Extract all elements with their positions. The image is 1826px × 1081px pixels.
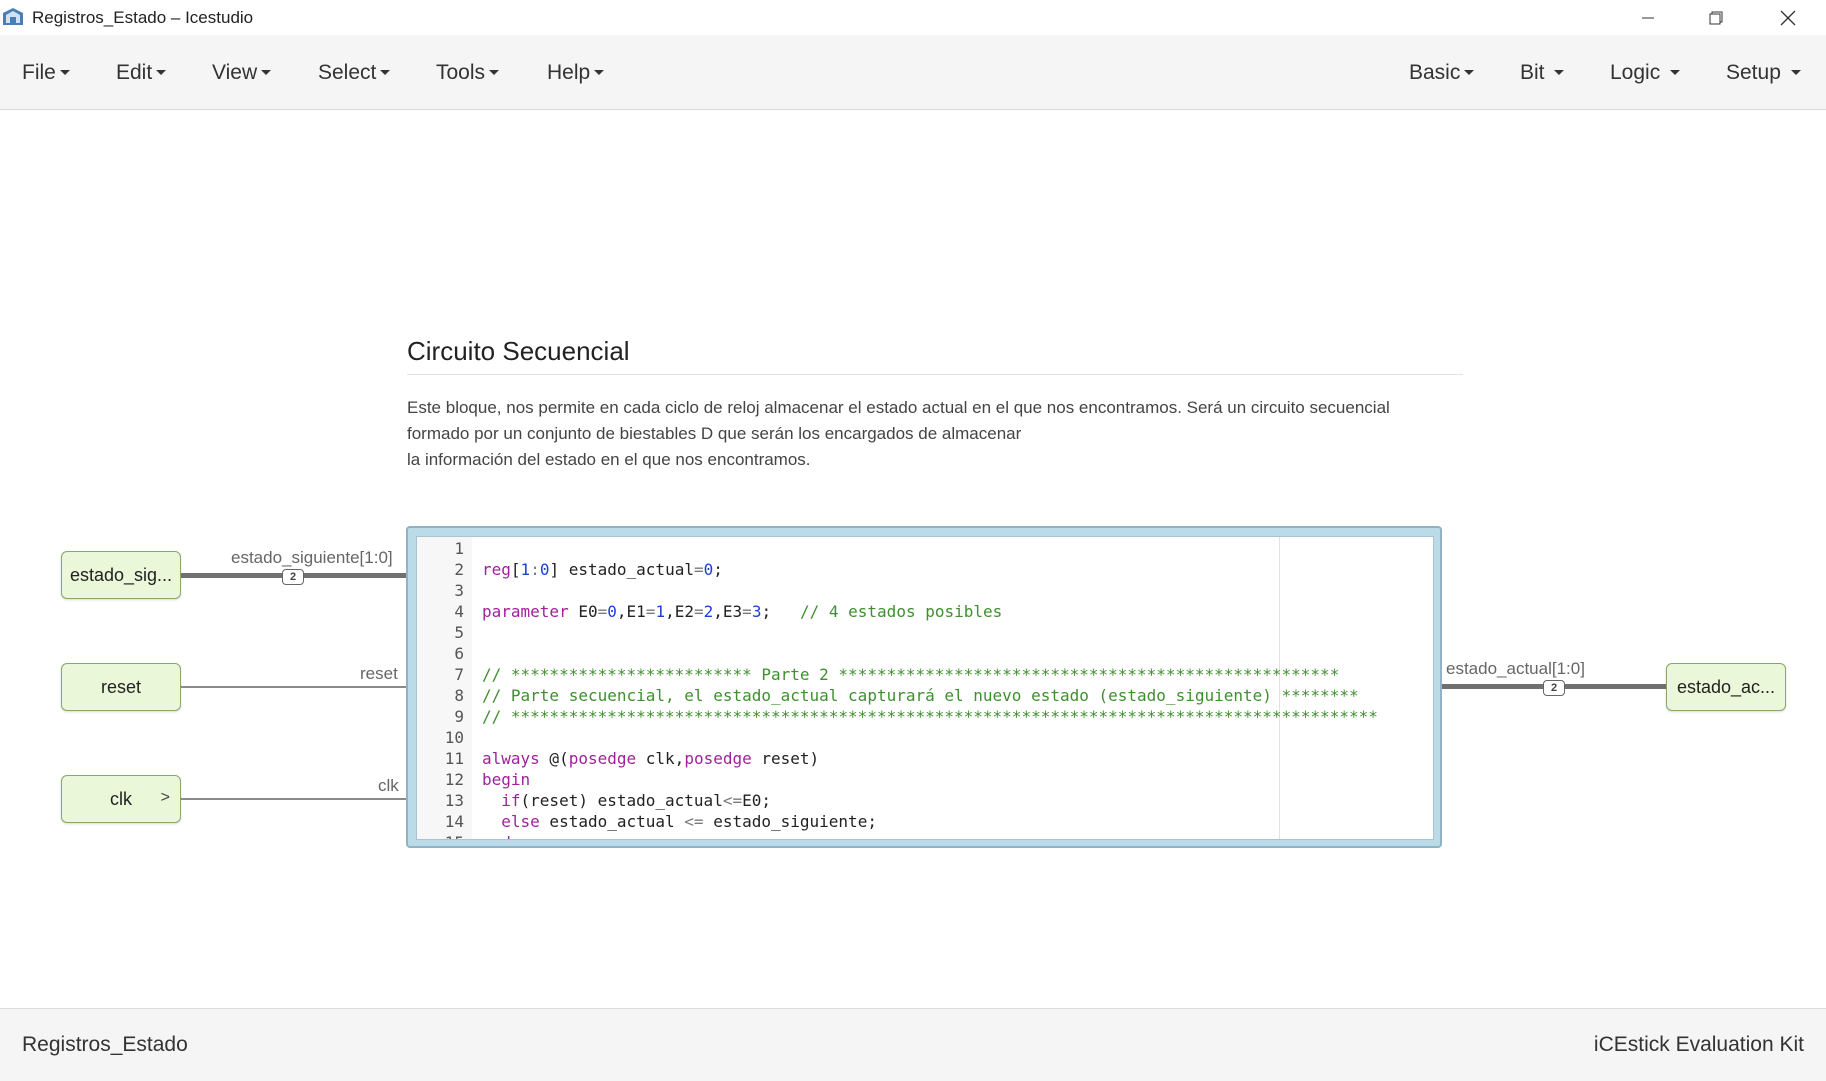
menu-bit[interactable]: Bit	[1520, 61, 1565, 85]
code-line: 1	[417, 538, 1433, 559]
status-bar: Registros_Estado iCEstick Evaluation Kit	[0, 1008, 1826, 1081]
icestudio-logo-icon	[3, 8, 23, 25]
restore-button[interactable]	[1682, 0, 1750, 35]
code-line: 14 else estado_actual <= estado_siguient…	[417, 811, 1433, 832]
bus-width-badge: 2	[1543, 680, 1565, 696]
title-bar: Registros_Estado – Icestudio	[0, 0, 1826, 35]
line-number: 6	[454, 644, 464, 663]
info-line: formado por un conjunto de biestables D …	[407, 424, 1022, 443]
wire-label-reset: reset	[360, 664, 398, 683]
line-number: 3	[454, 581, 464, 600]
code-line: 10	[417, 727, 1433, 748]
code-line: 6	[417, 643, 1433, 664]
info-line: la información del estado en el que nos …	[407, 450, 811, 469]
print-margin	[1279, 537, 1280, 839]
close-button[interactable]	[1754, 0, 1822, 35]
wire-reset[interactable]	[181, 686, 406, 688]
line-number: 13	[444, 791, 464, 810]
line-number: 10	[444, 728, 464, 747]
line-number: 8	[454, 686, 464, 705]
input-port-reset[interactable]: reset	[61, 663, 181, 711]
code-comment: // *************************************…	[482, 707, 1378, 726]
code-line: 9 // ************************************…	[417, 706, 1433, 727]
code-comment: // ************************* Parte 2 ***…	[482, 665, 1340, 684]
menu-setup[interactable]: Setup	[1726, 61, 1801, 85]
code-line: 15end	[417, 832, 1433, 839]
caret-down-icon	[380, 70, 391, 75]
clock-edge-icon: >	[160, 789, 170, 806]
line-number: 2	[454, 560, 464, 579]
menu-view[interactable]: View	[212, 61, 272, 85]
caret-down-icon	[59, 70, 70, 75]
code-line: 8 // Parte secuencial, el estado_actual c…	[417, 685, 1433, 706]
menu-basic[interactable]: Basic	[1409, 61, 1475, 85]
wire-label-estado-actual: estado_actual[1:0]	[1446, 659, 1585, 678]
menu-logic[interactable]: Logic	[1610, 61, 1681, 85]
wire-clk[interactable]	[181, 798, 406, 800]
caret-down-icon	[1670, 70, 1681, 75]
line-number: 12	[444, 770, 464, 789]
caret-down-icon	[156, 70, 167, 75]
info-line: Este bloque, nos permite en cada ciclo d…	[407, 398, 1390, 417]
input-port-clk[interactable]: clk >	[61, 775, 181, 823]
menu-file[interactable]: File	[22, 61, 70, 85]
line-number: 9	[454, 707, 464, 726]
menu-select[interactable]: Select	[318, 61, 391, 85]
line-number: 11	[444, 749, 464, 768]
wire-label-clk: clk	[378, 776, 399, 795]
line-number: 7	[454, 665, 464, 684]
line-number: 14	[444, 812, 464, 831]
caret-down-icon	[1554, 70, 1565, 75]
line-number: 1	[454, 539, 464, 558]
caret-down-icon	[1464, 70, 1475, 75]
info-block-title[interactable]: Circuito Secuencial	[407, 336, 630, 366]
info-divider	[407, 374, 1463, 375]
output-port-estado-actual[interactable]: estado_ac...	[1666, 663, 1786, 711]
code-comment: // Parte secuencial, el estado_actual ca…	[482, 686, 1359, 705]
caret-down-icon	[1790, 70, 1801, 75]
design-canvas[interactable]: Circuito Secuencial Este bloque, nos per…	[0, 110, 1826, 1008]
caret-down-icon	[489, 70, 500, 75]
board-selector[interactable]: iCEstick Evaluation Kit	[1593, 1033, 1804, 1056]
bus-width-badge: 2	[282, 569, 304, 585]
code-line: 3	[417, 580, 1433, 601]
code-line: 7 // ************************* Parte 2 **…	[417, 664, 1433, 685]
line-number: 5	[454, 623, 464, 642]
menu-bar: File Edit View Select Tools Help Basic B…	[0, 35, 1826, 110]
line-number: 4	[454, 602, 464, 621]
project-name: Registros_Estado	[22, 1033, 188, 1056]
minimize-icon	[1642, 17, 1654, 18]
restore-icon	[1709, 11, 1723, 24]
code-line: 5	[417, 622, 1433, 643]
wire-label-estado-siguiente: estado_siguiente[1:0]	[231, 548, 393, 567]
input-port-estado-siguiente[interactable]: estado_sig...	[61, 551, 181, 599]
close-icon	[1780, 10, 1796, 25]
caret-down-icon	[261, 70, 272, 75]
minimize-button[interactable]	[1614, 0, 1682, 35]
line-number-gutter	[417, 537, 472, 839]
info-block-text[interactable]: Este bloque, nos permite en cada ciclo d…	[407, 395, 1467, 473]
menu-edit[interactable]: Edit	[116, 61, 167, 85]
menu-help[interactable]: Help	[547, 61, 605, 85]
window-title: Registros_Estado – Icestudio	[32, 8, 254, 27]
caret-down-icon	[594, 70, 605, 75]
menu-tools[interactable]: Tools	[436, 61, 500, 85]
line-number: 15	[417, 832, 464, 839]
code-line: 13 if(reset) estado_actual<=E0;	[417, 790, 1433, 811]
